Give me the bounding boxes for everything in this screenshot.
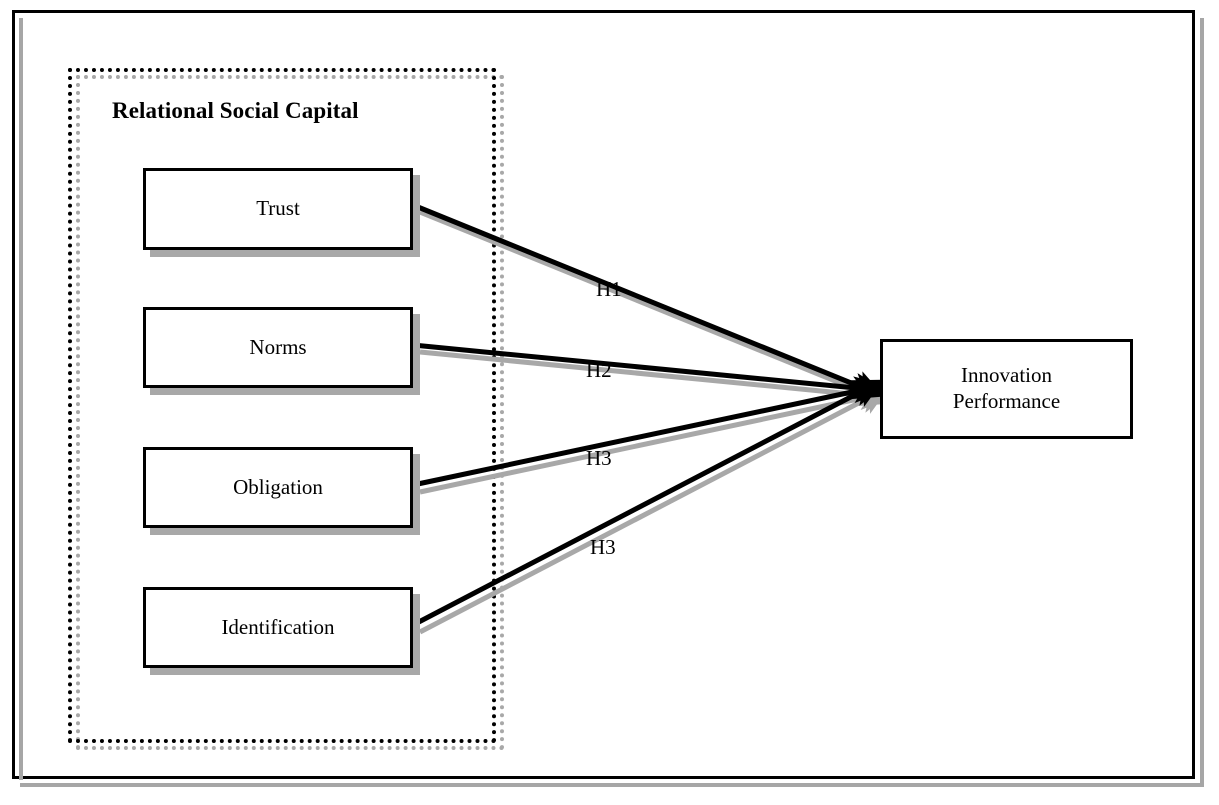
group-title: Relational Social Capital xyxy=(112,98,359,123)
construct-label-obligation: Obligation xyxy=(233,474,323,499)
construct-box-identification[interactable]: Identification xyxy=(143,587,413,668)
outcome-label-line1: Innovation xyxy=(961,363,1052,388)
hypothesis-label-h3-obligation: H3 xyxy=(586,446,612,470)
construct-box-obligation[interactable]: Obligation xyxy=(143,447,413,528)
construct-box-trust[interactable]: Trust xyxy=(143,168,413,250)
hypothesis-label-h3-identification: H3 xyxy=(590,535,616,559)
construct-label-norms: Norms xyxy=(249,334,307,359)
outcome-box-innovation-performance[interactable]: Innovation Performance xyxy=(880,339,1133,439)
outcome-label-line2: Performance xyxy=(952,389,1061,413)
construct-label-identification: Identification xyxy=(221,614,335,639)
frame-shadow-right xyxy=(1200,18,1204,787)
hypothesis-label-h1: H1 xyxy=(596,277,622,301)
frame-shadow-left xyxy=(19,18,23,780)
construct-box-norms[interactable]: Norms xyxy=(143,307,413,388)
construct-label-trust: Trust xyxy=(256,196,300,221)
hypothesis-label-h2: H2 xyxy=(586,358,612,382)
frame-shadow-bottom xyxy=(20,783,1204,787)
